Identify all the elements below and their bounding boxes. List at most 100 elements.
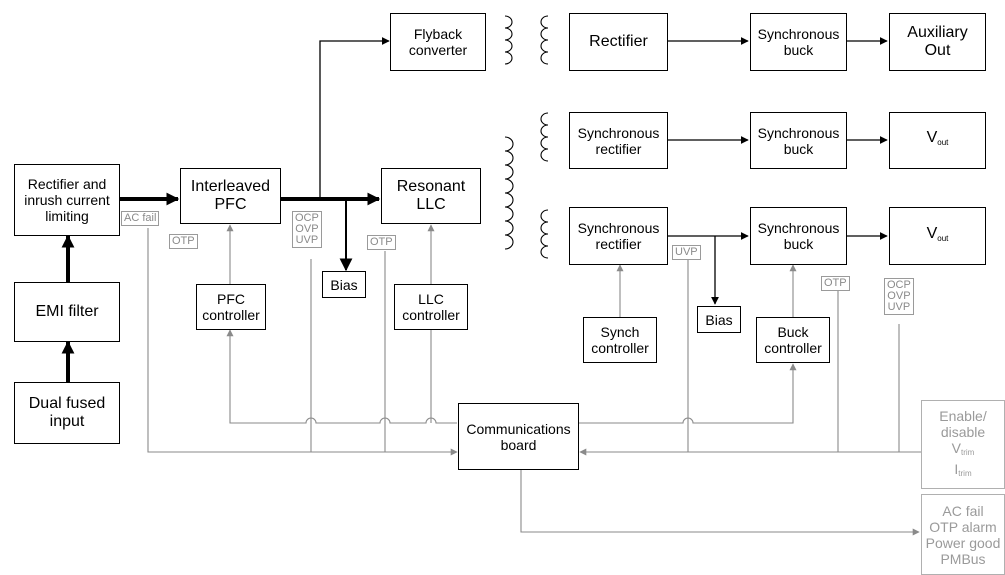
arrow-pfc-to-flyback xyxy=(319,37,390,197)
interleaved-pfc-block: Interleaved PFC xyxy=(180,168,281,224)
vout-2-main: V xyxy=(926,224,938,242)
llc-controller-line-2: controller xyxy=(402,307,460,323)
uvp-secondary-label: UVP xyxy=(887,301,911,313)
vout-2-label: Vout xyxy=(927,225,949,248)
llc-secondary-winding-2 xyxy=(540,209,549,259)
rectifier-inrush-line-1: Rectifier and xyxy=(27,176,107,192)
pfc-controller-block: PFC controller xyxy=(196,284,266,330)
sync-buck-2-line-2: buck xyxy=(783,236,814,252)
rectifier-inrush-block: Rectifier and inrush current limiting xyxy=(14,164,120,236)
status-ac-fail: AC fail xyxy=(942,502,984,519)
auxiliary-out-line-1: Auxiliary xyxy=(907,24,968,41)
sync-rectifier-1-line-2: rectifier xyxy=(595,140,642,157)
resonant-llc-line-2: LLC xyxy=(416,196,446,213)
synch-controller-block: Synch controller xyxy=(583,317,657,363)
v-trim-main: V xyxy=(951,439,961,456)
enable-line: Enable/ xyxy=(939,407,987,424)
status-outputs-box: AC fail OTP alarm Power good PMBus xyxy=(921,494,1005,575)
i-trim-label: Itrim xyxy=(954,461,971,482)
emi-filter-block: EMI filter xyxy=(14,282,120,342)
resonant-llc-block: Resonant LLC xyxy=(381,168,481,224)
vout-2-block: Vout xyxy=(889,207,986,265)
status-power-good: Power good xyxy=(925,534,1001,551)
flyback-secondary-winding xyxy=(540,15,549,65)
transformer-windings xyxy=(504,15,549,259)
sync-rectifier-1-block: Synchronous rectifier xyxy=(569,112,668,169)
signal-paths xyxy=(147,224,921,536)
rectifier-aux-label: Rectifier xyxy=(589,33,648,50)
sync-buck-1-line-2: buck xyxy=(783,140,814,157)
flyback-primary-winding xyxy=(504,15,513,65)
ac-fail-signal xyxy=(147,228,458,456)
dual-fused-input-line-2: input xyxy=(49,413,85,430)
status-pmbus: PMBus xyxy=(940,550,986,567)
enable-disable-box: Enable/ disable Vtrim Itrim xyxy=(921,400,1005,489)
uvp-secondary-tag: UVP xyxy=(672,245,701,260)
sync-buck-aux-block: Synchronous buck xyxy=(750,13,847,71)
vout-1-label: Vout xyxy=(927,129,949,152)
llc-primary-winding xyxy=(504,136,514,250)
disable-line: disable xyxy=(940,423,986,440)
sync-buck-aux-line-2: buck xyxy=(783,42,814,58)
bias-secondary-label: Bias xyxy=(705,311,733,328)
pfc-controller-line-2: controller xyxy=(202,307,260,323)
vout-1-main: V xyxy=(926,129,938,146)
pfc-controller-line-1: PFC xyxy=(217,291,245,307)
vout-1-block: Vout xyxy=(889,112,986,169)
flyback-converter-block: Flyback converter xyxy=(390,13,486,71)
otp-pfc-tag: OTP xyxy=(169,234,198,249)
rectifier-aux-block: Rectifier xyxy=(569,13,668,71)
ocp-primary-label: OCP xyxy=(295,212,319,224)
status-otp-alarm: OTP alarm xyxy=(929,518,997,535)
synch-controller-line-1: Synch xyxy=(600,324,640,340)
comm-to-status-outputs xyxy=(520,470,920,536)
llc-controller-block: LLC controller xyxy=(394,284,468,330)
sync-rectifier-2-block: Synchronous rectifier xyxy=(569,207,668,265)
buck-controller-line-2: controller xyxy=(764,340,822,356)
bias-primary-block: Bias xyxy=(322,271,366,298)
dual-fused-input-block: Dual fused input xyxy=(14,382,120,444)
sync-rectifier-2-line-1: Synchronous xyxy=(577,220,660,236)
sync-buck-2-line-1: Synchronous xyxy=(757,220,840,236)
uvp-primary-label: UVP xyxy=(295,234,319,246)
ocp-ovp-uvp-secondary-tag: OCP OVP UVP xyxy=(884,278,914,315)
sync-rectifier-2-line-2: rectifier xyxy=(595,236,642,252)
sync-buck-2-block: Synchronous buck xyxy=(750,207,847,265)
ovp-primary-label: OVP xyxy=(295,223,319,235)
auxiliary-out-block: Auxiliary Out xyxy=(889,13,986,71)
communications-board-line-1: Communications xyxy=(466,420,571,437)
ocp-ovp-uvp-primary-tag: OCP OVP UVP xyxy=(292,211,322,248)
bias-primary-label: Bias xyxy=(330,276,358,293)
interleaved-pfc-line-1: Interleaved xyxy=(190,178,271,195)
llc-secondary-winding-1 xyxy=(540,112,549,162)
rectifier-inrush-line-2: inrush current xyxy=(24,192,110,208)
dual-fused-input-line-1: Dual fused xyxy=(28,395,106,412)
i-trim-main: I xyxy=(954,460,959,477)
power-path xyxy=(61,37,888,382)
vout-1-sub: out xyxy=(937,138,949,147)
flyback-converter-line-2: converter xyxy=(408,42,468,58)
i-trim-sub: trim xyxy=(958,468,972,478)
interleaved-pfc-line-2: PFC xyxy=(214,196,247,213)
emi-filter-label: EMI filter xyxy=(35,303,99,320)
v-trim-sub: trim xyxy=(961,447,975,457)
communications-board-line-2: board xyxy=(500,436,537,453)
otp-llc-tag: OTP xyxy=(367,235,396,250)
flyback-converter-line-1: Flyback xyxy=(413,26,463,42)
rectifier-inrush-line-3: limiting xyxy=(45,208,89,224)
sync-buck-1-block: Synchronous buck xyxy=(750,112,847,169)
vout-2-sub: out xyxy=(937,233,949,243)
auxiliary-out-line-2: Out xyxy=(924,42,951,59)
llc-controller-line-1: LLC xyxy=(418,291,444,307)
buck-controller-block: Buck controller xyxy=(756,317,830,363)
resonant-llc-line-1: Resonant xyxy=(396,178,466,195)
ovp-secondary-label: OVP xyxy=(887,290,911,302)
v-trim-label: Vtrim xyxy=(952,440,975,461)
synch-controller-line-2: controller xyxy=(591,340,649,356)
bias-secondary-block: Bias xyxy=(697,306,741,333)
sync-rectifier-1-line-1: Synchronous xyxy=(577,124,660,141)
sync-buck-1-line-1: Synchronous xyxy=(757,124,840,141)
communications-board-block: Communications board xyxy=(458,403,579,470)
ac-fail-tag: AC fail xyxy=(121,211,160,226)
